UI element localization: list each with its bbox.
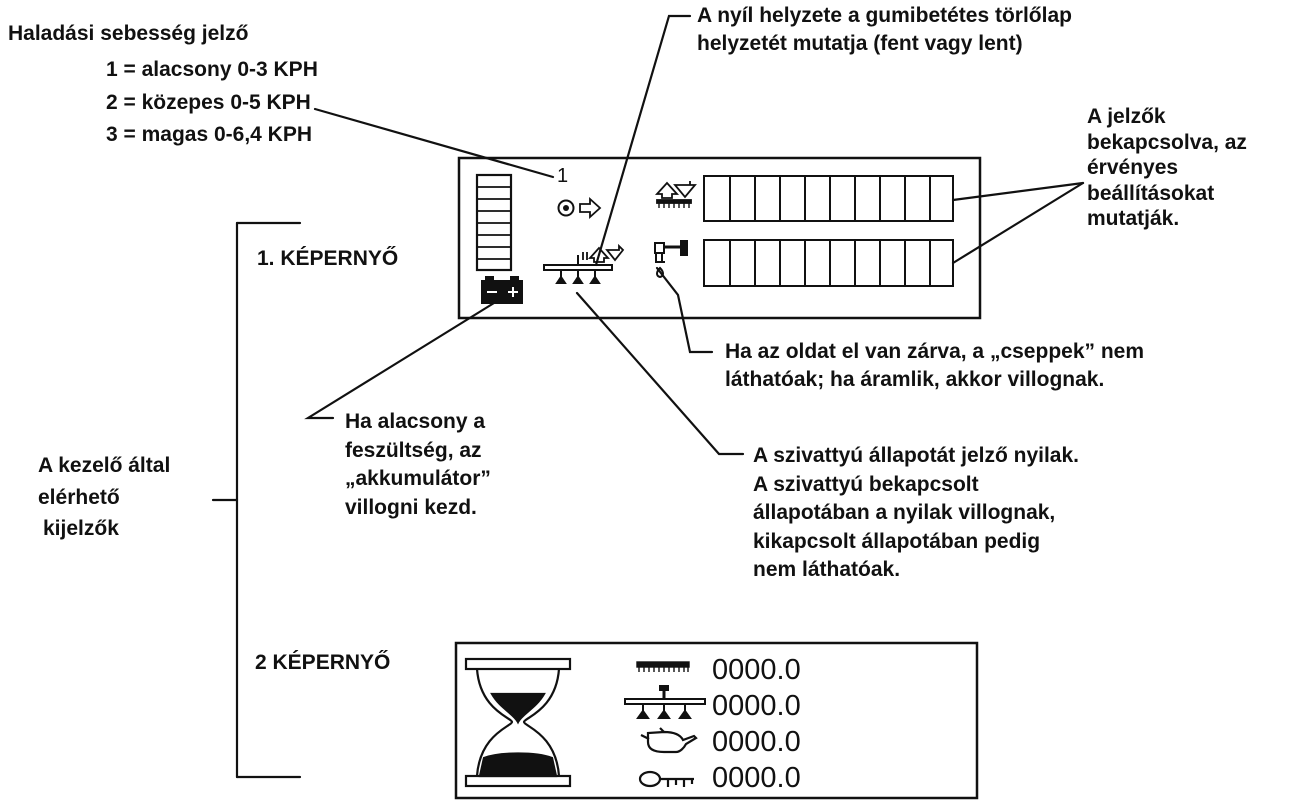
flow-note-line: láthatóak; ha áramlik, akkor villognak. [725, 367, 1105, 391]
flow-note: Ha az oldat el van zárva, a „cseppek” ne… [725, 340, 1144, 392]
leader-settings-top [951, 181, 1085, 202]
pump-note-line: állapotában a nyilak villognak, [753, 501, 1056, 524]
oil-can-icon [640, 727, 698, 754]
battery-note-line: feszültség, az [345, 438, 482, 462]
pump-note: A szivattyú állapotát jelző nyilak. A sz… [753, 444, 1079, 583]
wiper-note-line: A nyíl helyzete a gumibetétes törlőlap [697, 4, 1072, 27]
screen1-frame [457, 156, 982, 320]
battery-icon [481, 276, 523, 304]
key-icon [638, 770, 694, 788]
battery-note-line: villogni kezd. [345, 495, 477, 519]
screen1-title: 1. KÉPERNYŐ [257, 247, 399, 270]
settings-note-line: bekapcsolva, az [1087, 130, 1247, 154]
operator-note-line: elérhető [38, 485, 120, 509]
leader-wiper [594, 14, 692, 267]
battery-note-line: „akkumulátor” [345, 467, 491, 490]
display-row-bottom [703, 239, 954, 287]
pump-note-line: A szivattyú állapotát jelző nyilak. [753, 444, 1079, 467]
screen2-title: 2 KÉPERNYŐ [255, 651, 391, 674]
wiper-up-down-icon [654, 181, 697, 208]
flow-note-line: Ha az oldat el van zárva, a „cseppek” ne… [725, 340, 1145, 363]
pump-note-line: nem láthatóak. [753, 558, 901, 581]
readout-boom: 0000.0 [712, 690, 801, 722]
screen2-frame [454, 641, 979, 800]
leader-flow [655, 266, 714, 354]
operator-note-line: kijelzők [43, 517, 119, 540]
leader-pump [575, 291, 745, 456]
pump-note-line: kikapcsolt állapotában pedig [753, 529, 1041, 553]
valve-drops-icon [654, 240, 688, 279]
speed-levels: 1 = alacsony 0-3 KPH 2 = közepes 0-5 KPH… [106, 58, 318, 148]
leader-speed [313, 107, 555, 179]
readout-key: 0000.0 [712, 762, 801, 794]
speed-bargraph [475, 173, 513, 272]
leader-battery [304, 301, 496, 420]
boom-icon [543, 255, 613, 284]
leader-settings-bottom [951, 181, 1085, 265]
readout-oil: 0000.0 [712, 726, 801, 758]
pump-note-line: A szivattyú bekapcsolt [753, 472, 979, 496]
arrow-right-icon [579, 196, 602, 220]
speed-title: Haladási sebesség jelző [8, 22, 249, 45]
readout-brush: 0000.0 [712, 654, 801, 686]
speed-level: 2 = közepes 0-5 KPH [106, 90, 311, 114]
wiper-note-line: helyzetét mutatja (fent vagy lent) [697, 31, 1023, 55]
speed-indicator-digit: 1 [557, 165, 569, 187]
hourglass-icon [464, 657, 572, 788]
settings-note-line: beállításokat [1087, 181, 1215, 205]
boom-spray-icon [624, 685, 706, 719]
operator-note: A kezelő által elérhető kijelzők [38, 454, 170, 542]
battery-note-line: Ha alacsony a [345, 410, 486, 433]
speed-level: 1 = alacsony 0-3 KPH [106, 58, 318, 81]
speed-level: 3 = magas 0-6,4 KPH [106, 123, 313, 146]
speed-target-icon [557, 199, 575, 217]
wiper-note: A nyíl helyzete a gumibetétes törlőlap h… [697, 4, 1072, 56]
battery-note: Ha alacsony a feszültség, az „akkumuláto… [345, 410, 491, 520]
settings-note-line: mutatják. [1087, 207, 1180, 230]
brush-icon [636, 661, 690, 672]
settings-note-line: A jelzők [1087, 105, 1166, 128]
settings-note-line: érvényes [1087, 156, 1179, 179]
settings-note: A jelzők bekapcsolva, az érvényes beállí… [1087, 105, 1247, 232]
display-row-top [703, 175, 954, 222]
operator-note-line: A kezelő által [38, 454, 171, 477]
pump-arrows-icon [582, 243, 625, 263]
